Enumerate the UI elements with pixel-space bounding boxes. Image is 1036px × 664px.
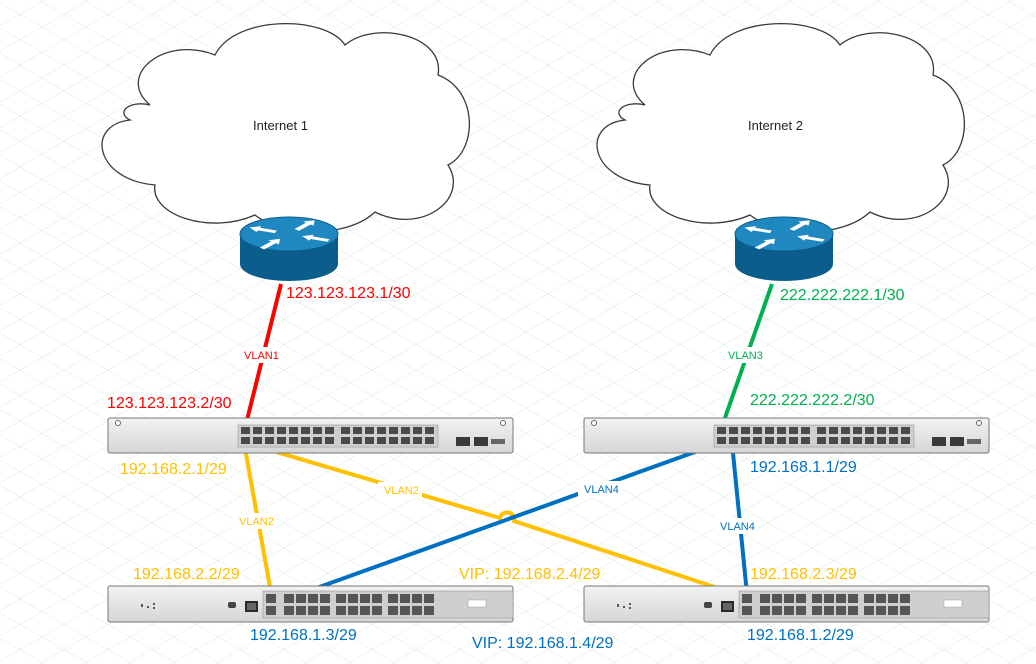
link-vlan4-cross	[271, 441, 721, 606]
ip-switch-2-lan: 192.168.1.1/29	[750, 459, 857, 476]
links	[242, 283, 774, 606]
cloud-label-internet-2: Internet 2	[748, 118, 803, 133]
switch-top-left	[107, 417, 514, 454]
vlan1-label: VLAN1	[244, 350, 279, 362]
switch-top-right	[583, 417, 990, 454]
port-block	[713, 424, 915, 448]
vlan3-label: VLAN3	[728, 350, 763, 362]
vlan4-right-label: VLAN4	[720, 521, 755, 533]
uplink-ports	[456, 437, 505, 446]
ip-switch-1-wan: 123.123.123.2/30	[107, 395, 232, 412]
switch-bottom-right	[583, 585, 990, 623]
vip-yellow: VIP: 192.168.2.4/29	[459, 566, 601, 583]
ip-router-2: 222.222.222.1/30	[780, 287, 905, 304]
port-block	[237, 424, 439, 448]
ip-bottom-right-bottom: 192.168.1.2/29	[747, 627, 854, 644]
switch-bottom-left	[107, 585, 514, 623]
ip-switch-2-wan: 222.222.222.2/30	[750, 392, 875, 409]
router-1	[239, 216, 339, 281]
uplink-ports	[932, 437, 981, 446]
vlan4-cross-label: VLAN4	[584, 484, 619, 496]
cloud-internet-1	[101, 23, 470, 233]
vlan2-left-label: VLAN2	[239, 516, 274, 528]
link-vlan2-cross	[245, 441, 749, 600]
ip-labels: 123.123.123.1/30 123.123.123.2/30 222.22…	[107, 285, 905, 652]
ip-router-1: 123.123.123.1/30	[286, 285, 411, 302]
vip-blue: VIP: 192.168.1.4/29	[472, 635, 614, 652]
cloud-internet-2	[596, 23, 965, 233]
router-2	[734, 216, 834, 281]
cloud-label-internet-1: Internet 1	[253, 118, 308, 133]
ip-bottom-right-top: 192.168.2.3/29	[750, 566, 857, 583]
vlan2-cross-label: VLAN2	[384, 485, 419, 497]
ip-bottom-left-bottom: 192.168.1.3/29	[250, 627, 357, 644]
ip-switch-1-lan: 192.168.2.1/29	[120, 461, 227, 478]
ip-bottom-left-top: 192.168.2.2/29	[133, 566, 240, 583]
vlan-labels: VLAN1 VLAN3 VLAN2 VLAN2 VLAN4 VLAN4	[233, 347, 766, 534]
